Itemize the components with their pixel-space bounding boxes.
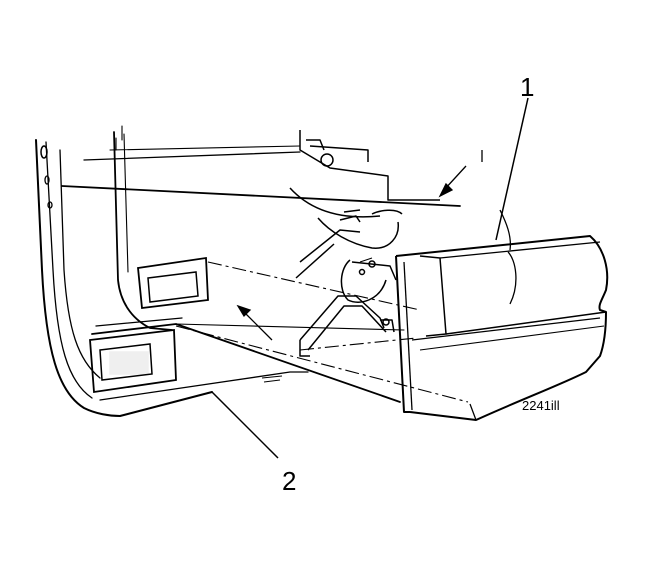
callout-label-2: 2 xyxy=(282,466,296,496)
hinge-assembly xyxy=(289,130,440,357)
figure-code: 2241ill xyxy=(522,398,560,413)
door-panel xyxy=(35,125,461,417)
alignment-lines xyxy=(175,261,469,403)
lower-door-pocket xyxy=(89,328,177,394)
leader-line-1 xyxy=(495,97,529,241)
callout-leaders xyxy=(211,97,529,459)
rocker-molding xyxy=(395,209,609,421)
callout-label-1: 1 xyxy=(520,72,534,102)
direction-arrows xyxy=(236,150,483,341)
detail-marks xyxy=(261,257,373,383)
leader-line-2 xyxy=(211,391,279,459)
upper-door-pocket xyxy=(137,256,209,310)
